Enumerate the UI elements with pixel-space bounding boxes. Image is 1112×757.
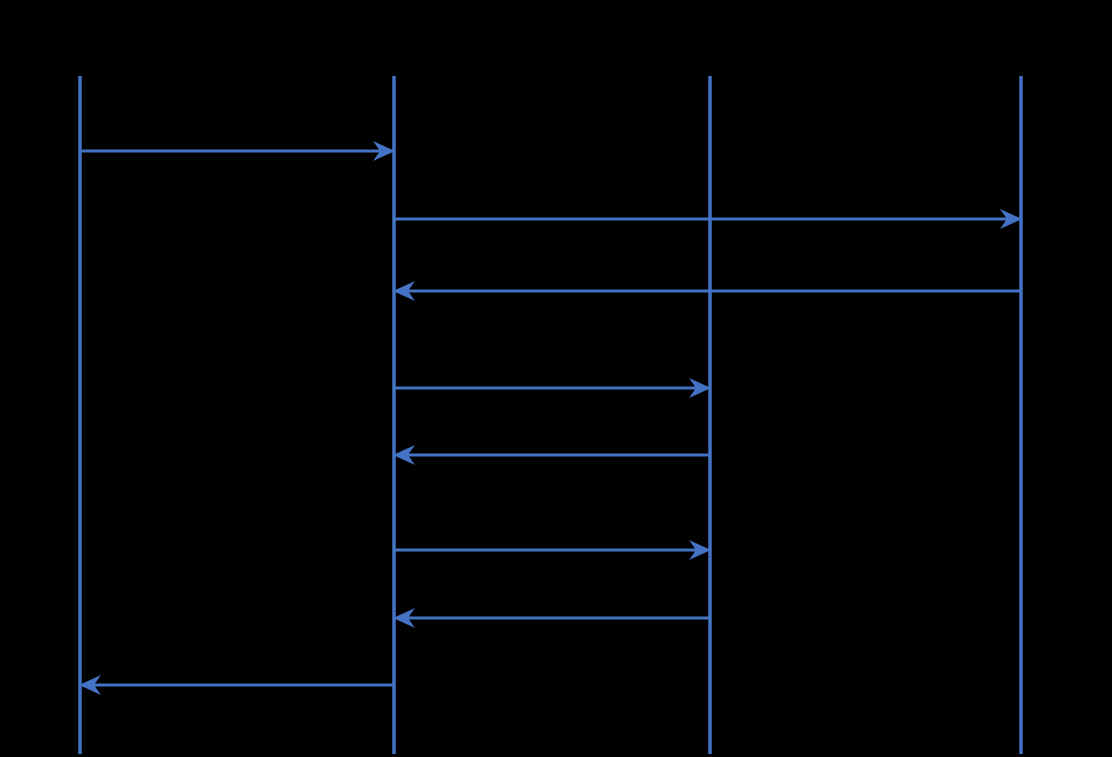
sequence-diagram — [78, 76, 1023, 754]
sequence-diagram-canvas — [78, 76, 1023, 754]
